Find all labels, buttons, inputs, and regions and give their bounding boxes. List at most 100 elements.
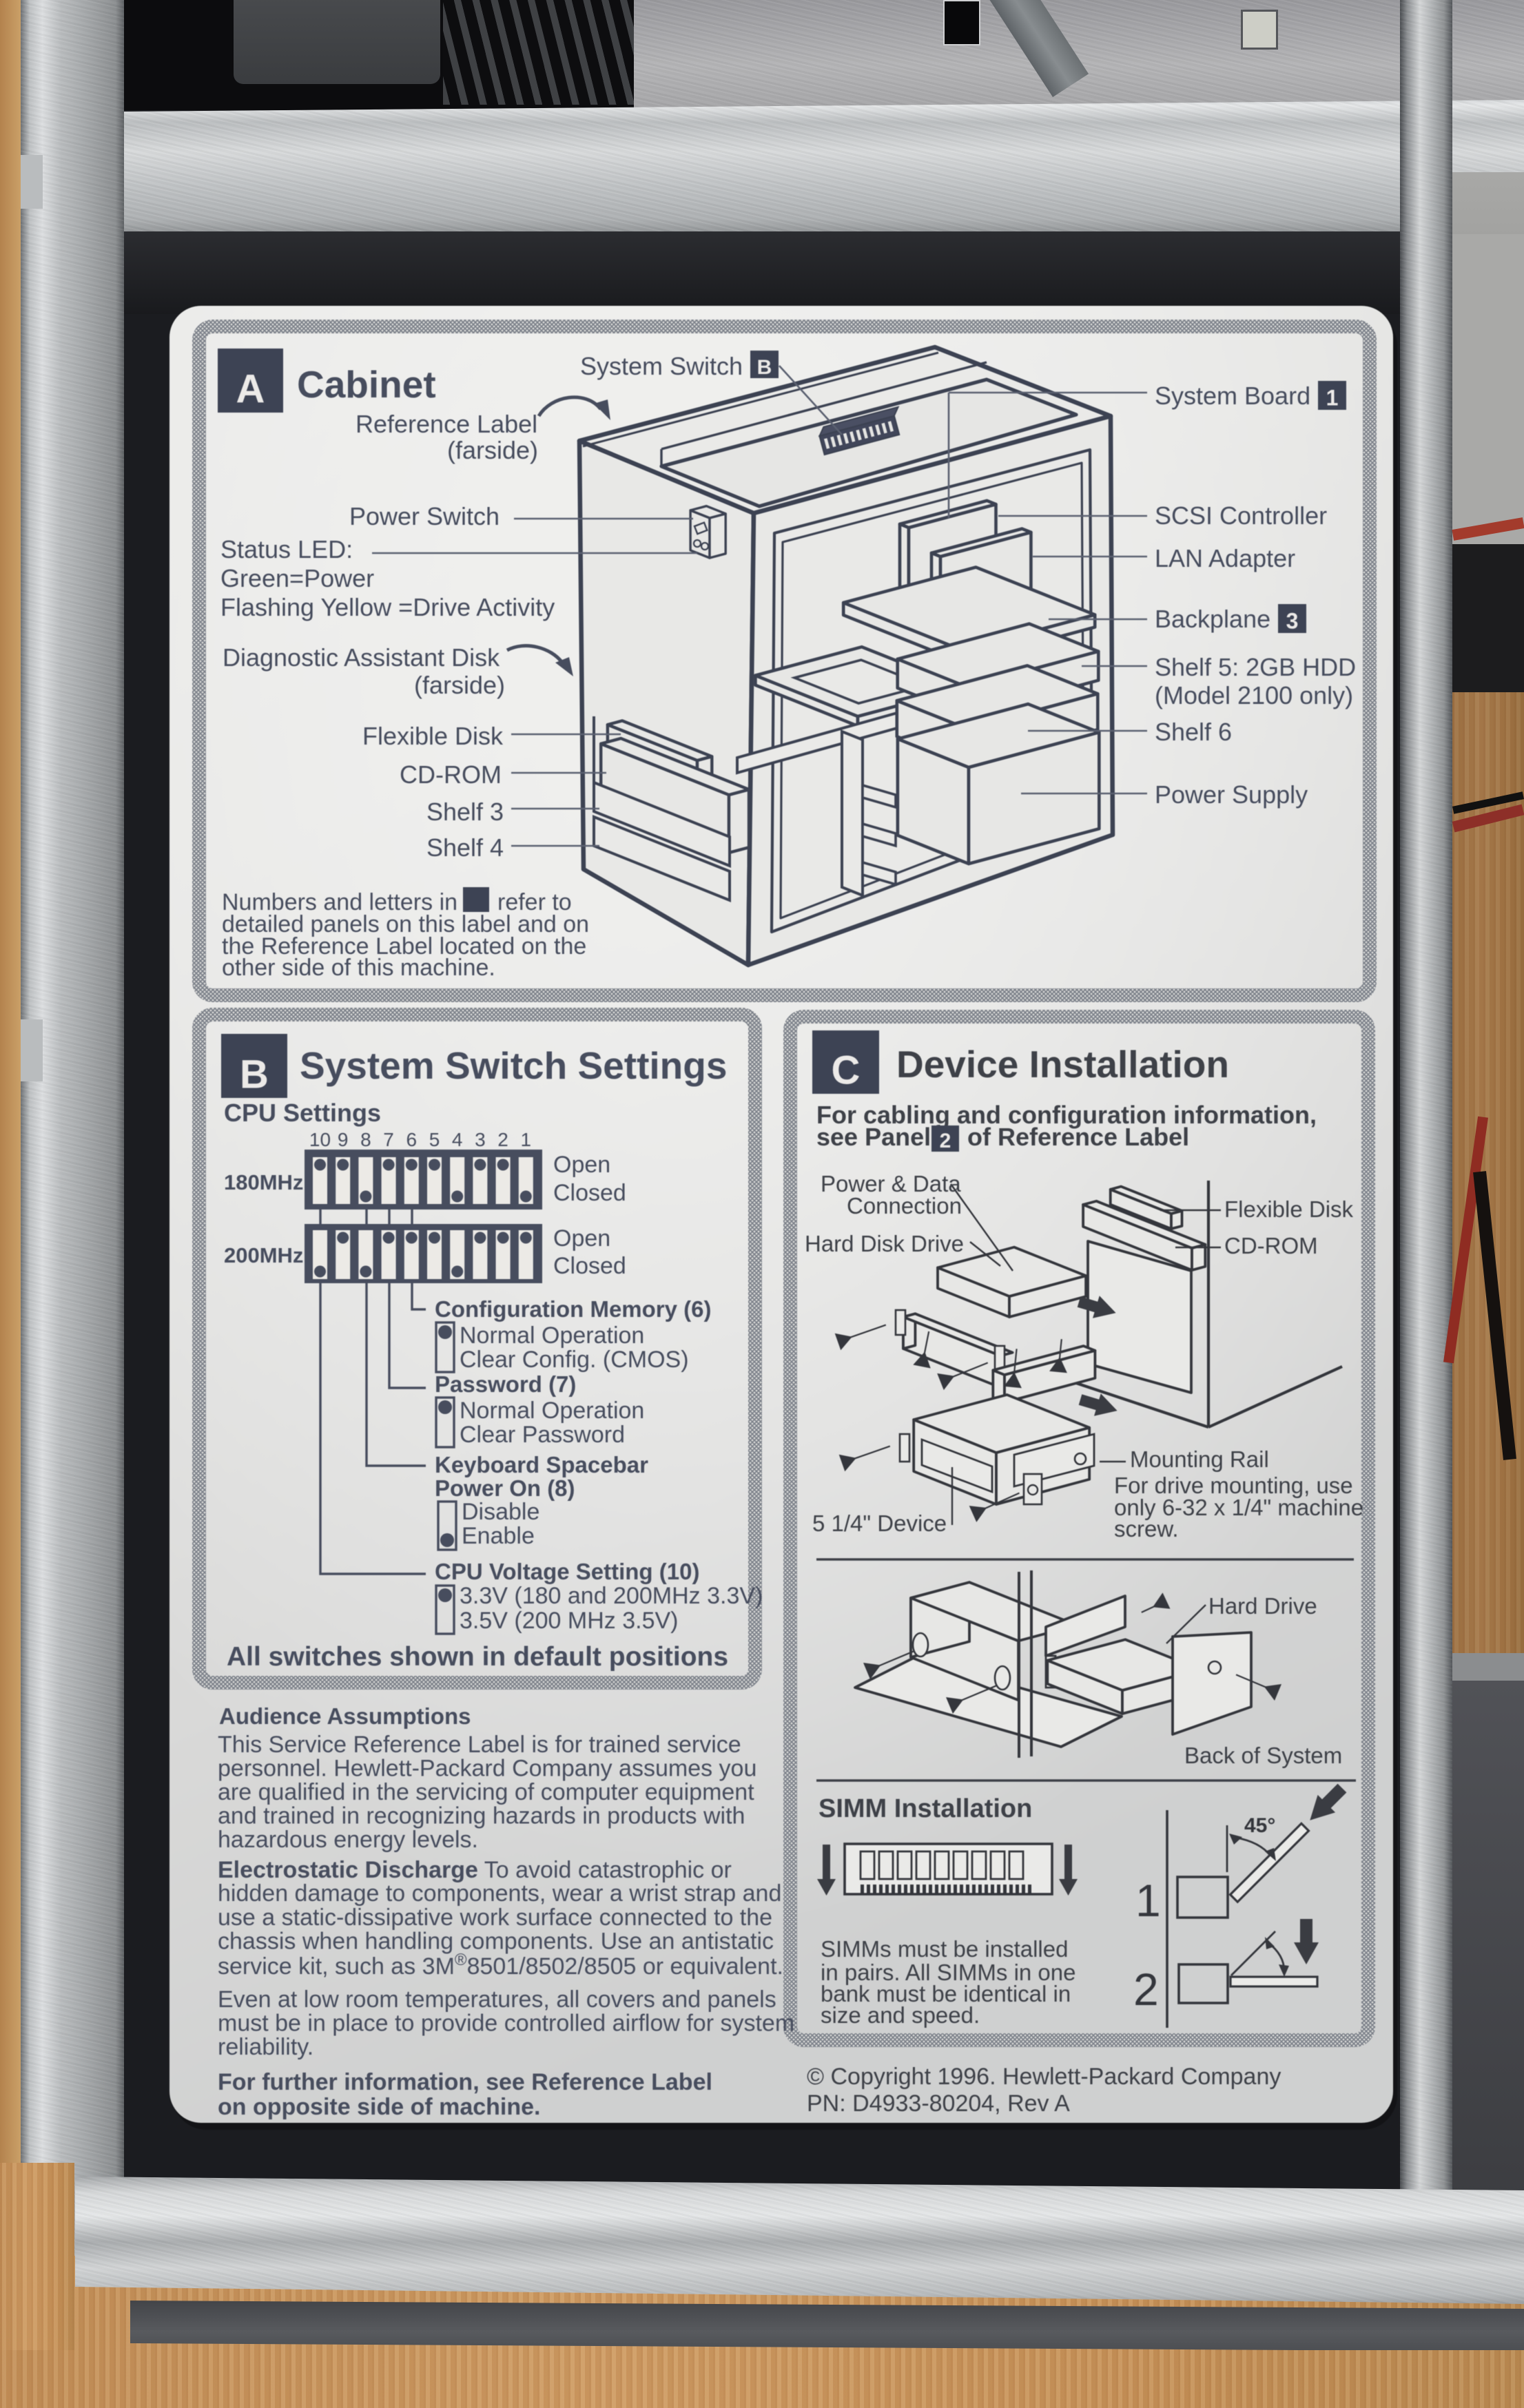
svg-text:Shelf 4: Shelf 4 bbox=[426, 833, 504, 862]
svg-text:2: 2 bbox=[940, 1130, 951, 1152]
svg-text:For cabling and configuration: For cabling and configuration informatio… bbox=[816, 1101, 1317, 1129]
svg-text:(farside): (farside) bbox=[414, 671, 505, 699]
svg-text:Shelf 3: Shelf 3 bbox=[426, 798, 504, 826]
svg-text:2: 2 bbox=[1133, 1964, 1159, 2015]
svg-text:(Model 2100 only): (Model 2100 only) bbox=[1155, 681, 1353, 709]
svg-text:personnel. Hewlett-Packard Co: personnel. Hewlett-Packard Company assum… bbox=[218, 1756, 756, 1782]
svg-text:Power Switch: Power Switch bbox=[349, 502, 500, 530]
svg-text:Flexible Disk: Flexible Disk bbox=[1224, 1196, 1354, 1222]
svg-text:hidden damage to components, w: hidden damage to components, wear a wris… bbox=[218, 1880, 781, 1907]
svg-text:Hard Drive: Hard Drive bbox=[1208, 1593, 1317, 1619]
svg-text:4: 4 bbox=[452, 1129, 463, 1150]
svg-text:in pairs. All SIMMs in one: in pairs. All SIMMs in one bbox=[821, 1960, 1075, 1985]
svg-text:SIMM Installation: SIMM Installation bbox=[818, 1794, 1032, 1823]
svg-text:Flashing Yellow =Drive Activit: Flashing Yellow =Drive Activity bbox=[220, 593, 555, 621]
svg-text:7: 7 bbox=[383, 1129, 394, 1150]
svg-text:System Switch Settings: System Switch Settings bbox=[300, 1044, 727, 1087]
svg-text:B: B bbox=[240, 1052, 269, 1097]
svg-text:Cabinet: Cabinet bbox=[297, 363, 436, 406]
svg-text:Clear Password: Clear Password bbox=[460, 1422, 625, 1448]
svg-text:B: B bbox=[757, 356, 772, 379]
svg-text:Open: Open bbox=[553, 1225, 610, 1252]
svg-text:Mounting Rail: Mounting Rail bbox=[1130, 1446, 1269, 1472]
svg-text:All switches shown in default: All switches shown in default positions bbox=[227, 1642, 728, 1672]
svg-text:screw.: screw. bbox=[1114, 1516, 1179, 1542]
svg-text:3: 3 bbox=[1286, 608, 1299, 633]
svg-text:Clear Config. (CMOS): Clear Config. (CMOS) bbox=[460, 1347, 689, 1373]
svg-text:CD-ROM: CD-ROM bbox=[1224, 1233, 1318, 1258]
svg-text:CPU Settings: CPU Settings bbox=[224, 1099, 381, 1127]
svg-text:SCSI Controller: SCSI Controller bbox=[1155, 501, 1327, 530]
svg-text:Connection: Connection bbox=[847, 1193, 962, 1218]
svg-text:3.5V (200 MHz 3.5V): 3.5V (200 MHz 3.5V) bbox=[460, 1608, 678, 1634]
svg-text:LAN Adapter: LAN Adapter bbox=[1155, 544, 1295, 572]
svg-text:are qualified in the servicing: are qualified in the servicing of comput… bbox=[218, 1779, 754, 1805]
svg-text:Power Supply: Power Supply bbox=[1155, 780, 1308, 809]
svg-text:Backplane: Backplane bbox=[1155, 605, 1270, 633]
svg-text:CPU Voltage Setting (10): CPU Voltage Setting (10) bbox=[435, 1559, 699, 1584]
svg-text:Enable: Enable bbox=[462, 1523, 535, 1549]
svg-text:chassis when handling componen: chassis when handling components. Use an… bbox=[218, 1929, 774, 1955]
svg-text:other side of this machine.: other side of this machine. bbox=[222, 955, 495, 981]
svg-text:8: 8 bbox=[360, 1129, 371, 1150]
svg-text:3: 3 bbox=[475, 1129, 486, 1150]
svg-text:Disable: Disable bbox=[462, 1499, 539, 1525]
svg-text:Back of System: Back of System bbox=[1184, 1743, 1342, 1768]
svg-text:Hard Disk Drive: Hard Disk Drive bbox=[805, 1231, 964, 1256]
svg-text:use a static-dissipative work: use a static-dissipative work surface co… bbox=[218, 1904, 772, 1931]
svg-text:Electrostatic Discharge To av: Electrostatic Discharge To avoid catastr… bbox=[218, 1857, 732, 1883]
svg-text:Power & Data: Power & Data bbox=[821, 1171, 961, 1196]
svg-text:on opposite side of machine.: on opposite side of machine. bbox=[218, 2094, 541, 2120]
svg-text:Keyboard Spacebar: Keyboard Spacebar bbox=[435, 1452, 648, 1477]
svg-text:(farside): (farside) bbox=[447, 436, 538, 464]
svg-text:of Reference Label: of Reference Label bbox=[967, 1123, 1189, 1151]
svg-text:Flexible Disk: Flexible Disk bbox=[362, 722, 504, 750]
svg-text:Even at low room temperatures,: Even at low room temperatures, all cover… bbox=[218, 1986, 776, 2013]
svg-text:This Service Reference Label i: This Service Reference Label is for trai… bbox=[218, 1732, 741, 1758]
svg-text:For drive mounting, use: For drive mounting, use bbox=[1114, 1473, 1353, 1498]
svg-text:© Copyright 1996. Hewlett-Pack: © Copyright 1996. Hewlett-Packard Compan… bbox=[807, 2064, 1281, 2090]
svg-text:bank must be identical in: bank must be identical in bbox=[821, 1981, 1071, 2006]
svg-text:PN: D4933-80204, Rev A: PN: D4933-80204, Rev A bbox=[807, 2090, 1070, 2117]
svg-text:Green=Power: Green=Power bbox=[220, 564, 374, 592]
svg-text:A: A bbox=[236, 367, 265, 412]
svg-text:see Panel: see Panel bbox=[816, 1123, 931, 1151]
svg-text:Configuration Memory (6): Configuration Memory (6) bbox=[435, 1296, 712, 1322]
svg-text:Normal Operation: Normal Operation bbox=[460, 1322, 644, 1349]
svg-text:Diagnostic Assistant Disk: Diagnostic Assistant Disk bbox=[223, 643, 500, 672]
svg-text:refer to: refer to bbox=[497, 889, 572, 915]
svg-text:Reference Label: Reference Label bbox=[356, 410, 537, 438]
svg-text:6: 6 bbox=[406, 1129, 418, 1150]
svg-text:service kit, such as 3M®8501/8: service kit, such as 3M®8501/8502/8505 o… bbox=[218, 1951, 783, 1980]
svg-text:Device Installation: Device Installation bbox=[896, 1043, 1229, 1086]
svg-text:Power On (8): Power On (8) bbox=[435, 1475, 575, 1501]
svg-text:5 1/4" Device: 5 1/4" Device bbox=[812, 1511, 947, 1536]
svg-text:CD-ROM: CD-ROM bbox=[400, 760, 502, 789]
svg-text:size and speed.: size and speed. bbox=[821, 2002, 980, 2028]
svg-text:Password (7): Password (7) bbox=[435, 1371, 576, 1397]
svg-text:For further information, see R: For further information, see Reference L… bbox=[218, 2069, 712, 2095]
svg-text:180MHz: 180MHz bbox=[224, 1170, 303, 1194]
svg-text:9: 9 bbox=[338, 1129, 349, 1150]
svg-text:2: 2 bbox=[497, 1129, 508, 1150]
svg-text:200MHz: 200MHz bbox=[224, 1243, 303, 1267]
svg-text:Shelf 5: 2GB HDD: Shelf 5: 2GB HDD bbox=[1155, 653, 1356, 681]
svg-text:3.3V (180 and 200MHz 3.3V): 3.3V (180 and 200MHz 3.3V) bbox=[460, 1583, 763, 1609]
svg-text:10: 10 bbox=[309, 1129, 331, 1150]
svg-text:1: 1 bbox=[1135, 1875, 1161, 1926]
svg-text:45°: 45° bbox=[1244, 1814, 1275, 1837]
svg-text:System Board: System Board bbox=[1155, 382, 1310, 410]
svg-text:Shelf 6: Shelf 6 bbox=[1155, 718, 1232, 746]
svg-text:only 6-32 x 1/4" machine: only 6-32 x 1/4" machine bbox=[1114, 1495, 1363, 1520]
svg-text:System Switch: System Switch bbox=[580, 352, 743, 380]
svg-text:Open: Open bbox=[553, 1152, 610, 1178]
svg-text:SIMMs must be installed: SIMMs must be installed bbox=[821, 1936, 1068, 1962]
svg-text:Audience Assumptions: Audience Assumptions bbox=[219, 1703, 471, 1729]
svg-text:1: 1 bbox=[1326, 385, 1339, 410]
svg-text:Closed: Closed bbox=[553, 1253, 626, 1279]
svg-text:Numbers and letters in: Numbers and letters in bbox=[222, 889, 457, 915]
svg-text:hazardous energy levels.: hazardous energy levels. bbox=[218, 1827, 478, 1853]
svg-text:and trained in recognizing haz: and trained in recognizing hazards in pr… bbox=[218, 1803, 745, 1829]
svg-text:detailed panels on this label: detailed panels on this label and on bbox=[222, 911, 589, 937]
svg-text:C: C bbox=[832, 1048, 861, 1093]
